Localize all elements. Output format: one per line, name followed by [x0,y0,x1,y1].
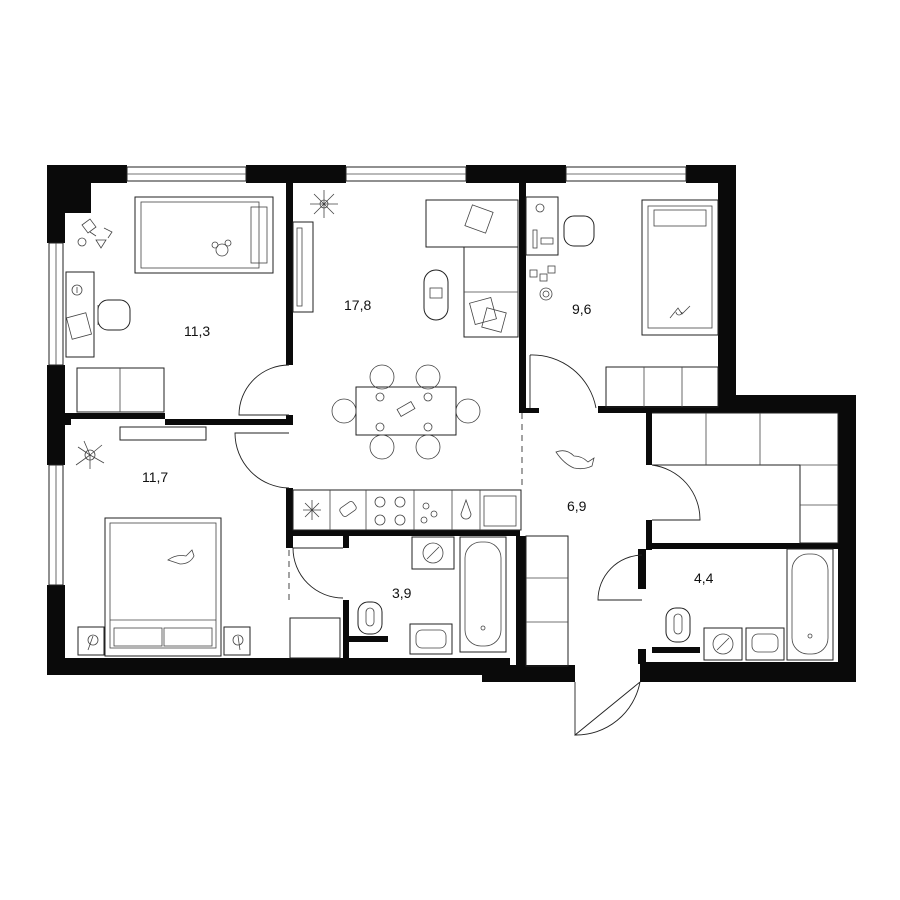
storage-shelf [289,617,341,659]
room-area-bedroom-nw: 11,3 [184,323,210,339]
lamp-icon [223,626,251,656]
dining-table-icon [331,364,481,460]
vase-icon [460,498,472,520]
chair-icon [563,215,595,247]
bed-icon [104,517,222,657]
bathtub-icon [459,536,507,653]
lamp-icon [310,190,338,218]
cat-icon [555,450,595,470]
cat-icon [167,549,195,565]
washing-machine-icon [411,536,455,570]
washing-machine-icon [703,627,743,661]
tv-stand [292,221,314,313]
lamp-icon [77,626,105,656]
desk-icon [65,271,95,358]
bathtub-icon [786,548,834,661]
plant-icon [75,440,105,469]
toys-icon [529,265,556,301]
sink-icon [745,627,785,661]
wardrobe-icon [605,366,719,408]
room-area-bathroom-large: 4,4 [694,570,714,586]
kettle-icon [420,502,438,524]
interior-walls [65,183,838,666]
room-area-hallway: 6,9 [567,498,587,514]
door-icon[interactable] [234,354,701,736]
room-area-bedroom-sw: 11,7 [142,469,168,485]
toys-icon [77,218,113,249]
chair-icon [97,299,131,331]
room-area-bathroom-small: 3,9 [392,585,412,601]
sink-icon [339,501,357,517]
stove-icon [374,496,406,526]
room-area-living: 17,8 [344,297,371,313]
radiator [119,426,207,441]
sofa-icon [425,199,519,338]
toilet-icon [665,607,691,643]
room-area-bedroom-ne: 9,6 [572,301,592,317]
wardrobe-icon [76,367,165,413]
coffee-table [423,269,449,321]
sink-icon [409,623,453,655]
outer-walls [47,165,856,682]
fridge-icon [303,500,321,520]
closet [652,412,839,544]
kitchen-counter [292,489,522,531]
toilet-icon [357,601,383,635]
wardrobe-icon [525,535,569,667]
dishwasher-icon [483,495,517,527]
bed-icon [641,199,719,336]
desk-icon [525,196,559,256]
bed-icon [134,196,274,274]
